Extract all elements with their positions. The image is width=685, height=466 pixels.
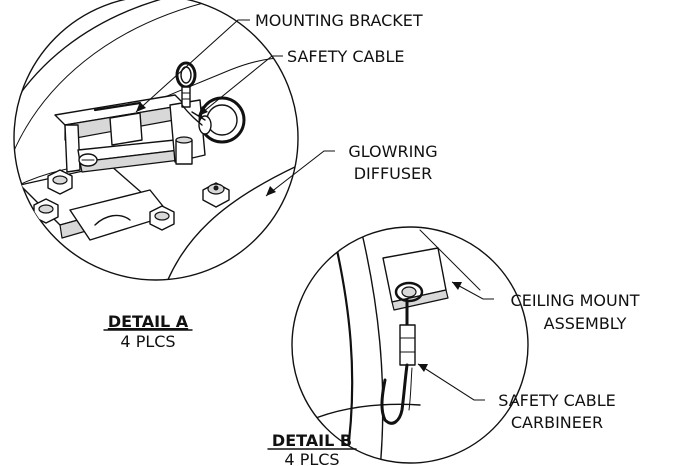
- detail-a-boundary: [13, 0, 299, 281]
- arrow-mounting-bracket: [136, 102, 146, 112]
- mount-edge-outer: [328, 227, 354, 463]
- cable-ring: [191, 96, 246, 144]
- mount-shadow-line: [419, 229, 481, 291]
- screw-head: [78, 153, 98, 167]
- detail-b-qty: 4 PLCS: [284, 450, 339, 466]
- hex-nut: [47, 169, 73, 195]
- mount-edge-inner: [359, 227, 384, 463]
- leader-glowring: [265, 150, 335, 197]
- arrow-ceiling-mount: [452, 282, 462, 290]
- hex-nut: [149, 205, 175, 231]
- carbineer-loop-inner: [408, 367, 413, 411]
- label-carbineer-line2: CARBINEER: [511, 413, 603, 432]
- bracket-highlight: [93, 101, 142, 112]
- tab-hole-inner: [401, 286, 417, 298]
- label-carbineer-line1: SAFETY CABLE: [498, 391, 615, 410]
- label-ceiling-mount-line1: CEILING MOUNT: [511, 291, 640, 310]
- leader-mounting-bracket: [135, 19, 250, 113]
- dome-nut: [202, 182, 230, 208]
- bracket-left-leg: [64, 124, 81, 173]
- arrow-safety-cable: [198, 106, 208, 116]
- arrow-glowring: [266, 186, 276, 196]
- detail-a-title: DETAIL A: [108, 312, 189, 331]
- label-ceiling-mount-line2: ASSEMBLY: [544, 314, 627, 333]
- cable-connector: [181, 104, 203, 126]
- diffuser-edge-inner: [14, 0, 216, 161]
- label-glowring-line2: DIFFUSER: [354, 164, 433, 183]
- leader-ceiling-mount: [451, 281, 494, 300]
- channel-groove: [94, 214, 131, 226]
- carbineer-sleeve: [399, 324, 416, 366]
- detail-b-boundary: [291, 226, 529, 464]
- detail-a-qty: 4 PLCS: [120, 332, 175, 351]
- leader-lines: [135, 19, 494, 401]
- tab-hole: [394, 281, 424, 303]
- diffuser-lower-curve: [159, 159, 298, 280]
- label-glowring-line1: GLOWRING: [348, 142, 437, 161]
- carbineer-loop: [380, 363, 409, 425]
- detail-b-view: [291, 226, 529, 464]
- hex-nut: [33, 198, 59, 224]
- detail-b-title: DETAIL B: [272, 431, 352, 450]
- diffuser-edge-outer: [14, 0, 201, 151]
- detail-a-view: [13, 0, 299, 281]
- bracket-post: [175, 136, 193, 165]
- label-mounting-bracket: MOUNTING BRACKET: [255, 11, 423, 30]
- arrow-carbineer: [418, 364, 428, 372]
- leader-carbineer: [417, 363, 485, 401]
- leader-safety-cable: [197, 55, 283, 117]
- bracket-inner-tab: [109, 112, 143, 146]
- label-safety-cable: SAFETY CABLE: [287, 47, 404, 66]
